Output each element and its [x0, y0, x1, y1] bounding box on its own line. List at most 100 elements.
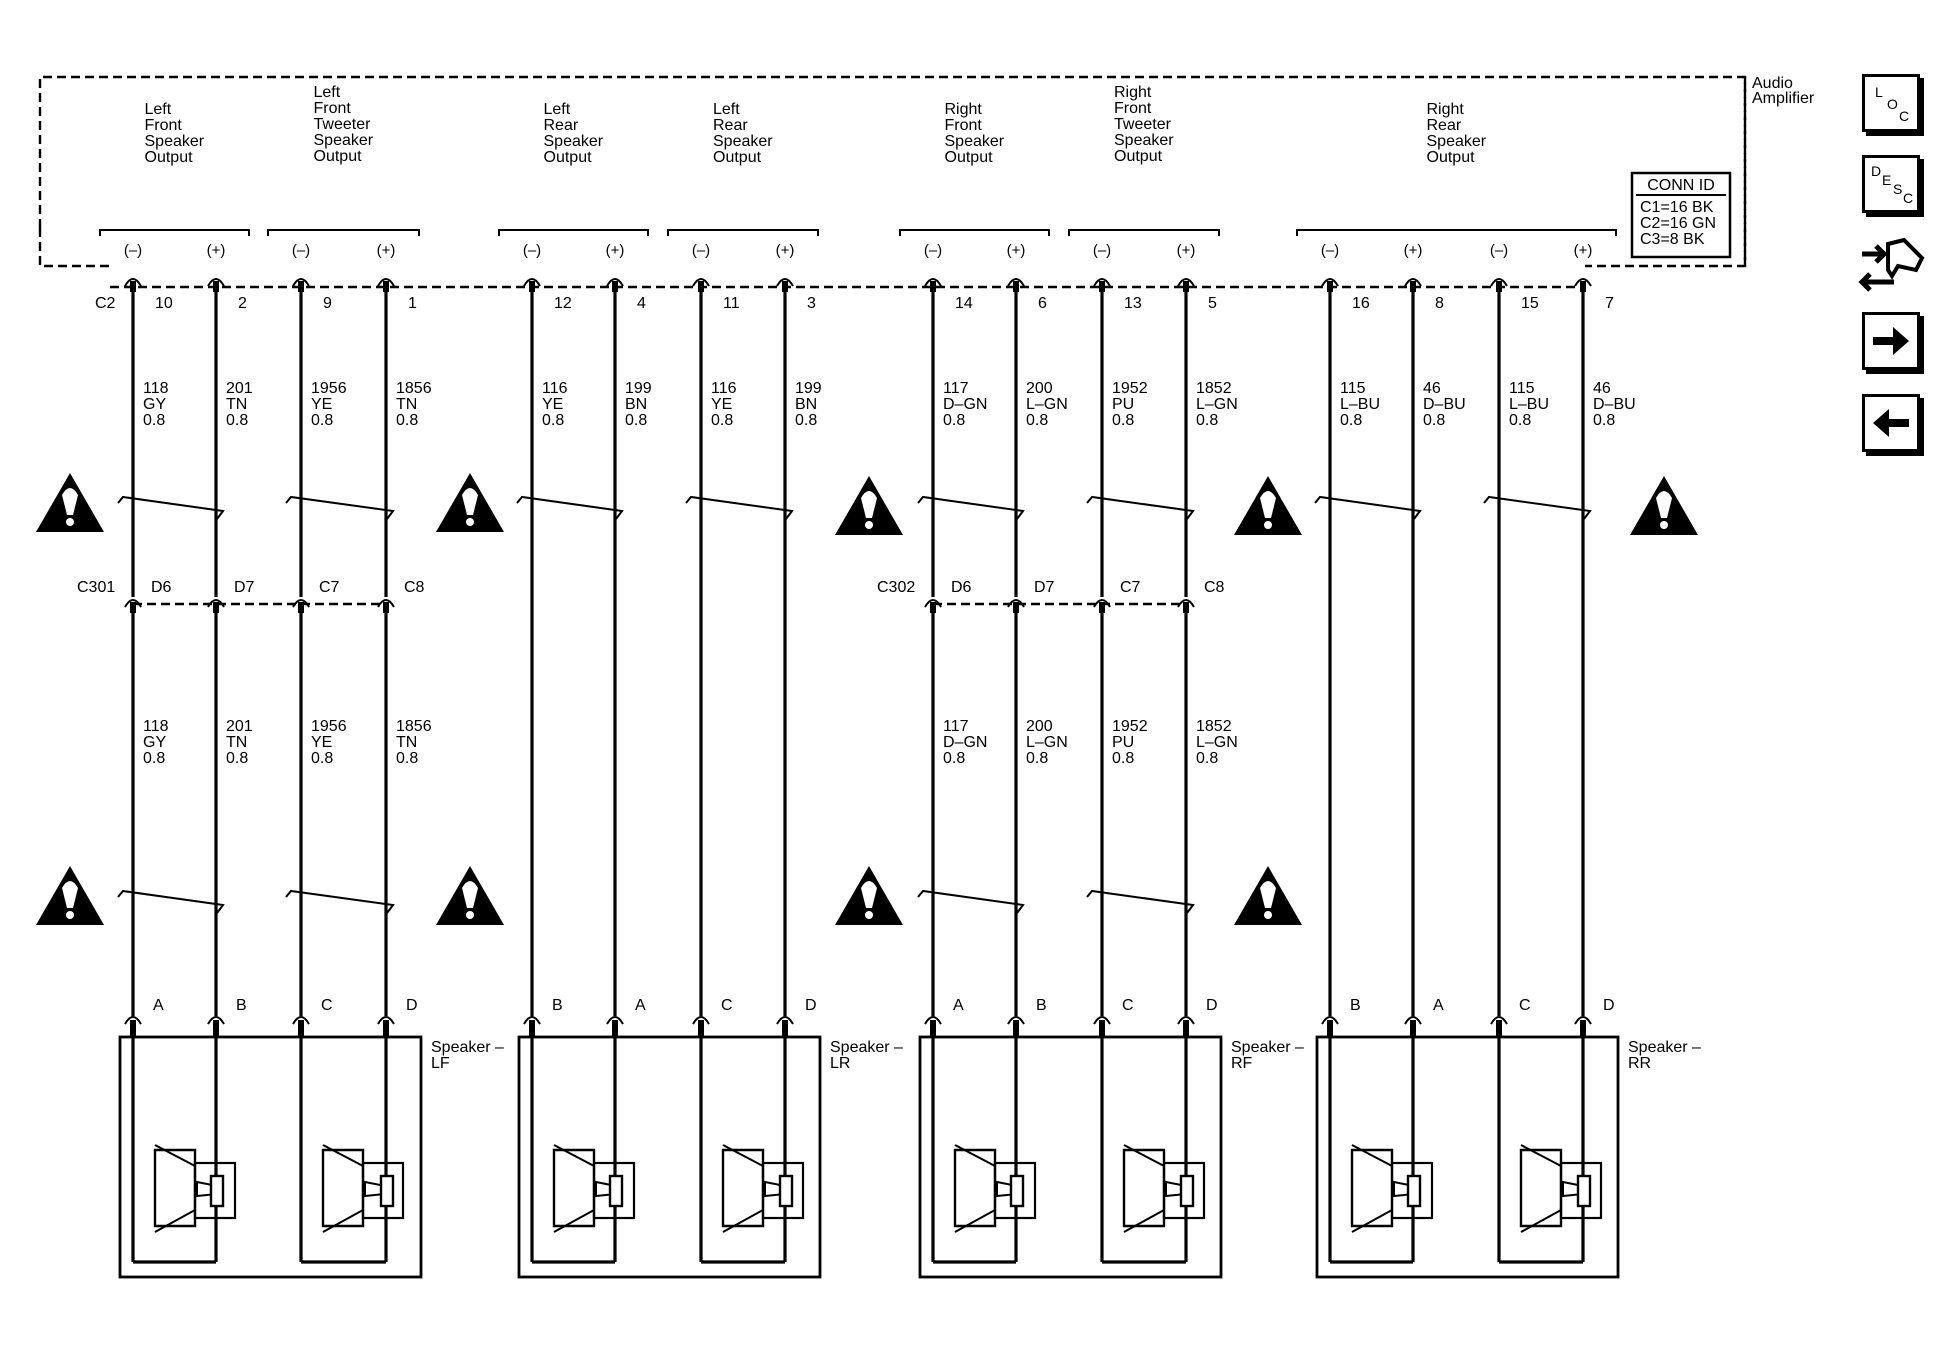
amplifier-terminal: [1177, 278, 1195, 287]
warning-exclamation-bar: [1260, 881, 1276, 908]
left-arrow-icon: [1873, 409, 1909, 437]
amplifier-pin-number: 13: [1124, 295, 1142, 312]
previous-page-arrow-icon[interactable]: [1862, 394, 1920, 452]
description-icon[interactable]: D E S C: [1862, 155, 1920, 213]
speaker-terminal-pin: [1327, 1020, 1333, 1036]
speaker-terminal: [1404, 1016, 1422, 1025]
wire-label-top: YE: [311, 396, 332, 413]
wire-label-top: L–GN: [1196, 396, 1238, 413]
wire-label-top: 1956: [311, 380, 347, 397]
speaker-assembly-box: [517, 1035, 822, 1279]
warning-icon: [436, 866, 504, 925]
wire-label-top: 115: [1340, 380, 1366, 397]
output-group-brace: [267, 229, 420, 236]
terminal-pin: [782, 281, 788, 292]
wire-label-top: 116: [711, 380, 737, 397]
amplifier-terminal: [1490, 278, 1508, 287]
wire-label-bottom: TN: [226, 734, 247, 751]
twisted-pair-marker: [1086, 495, 1195, 520]
speaker-terminal-pin: [698, 1020, 704, 1036]
amplifier-pin-number: 4: [637, 295, 646, 312]
terminal-pin: [529, 281, 535, 292]
speaker-pin-letter: D: [406, 997, 418, 1014]
warning-exclamation-bar: [62, 488, 78, 515]
wire-label-top: 0.8: [143, 412, 165, 429]
wire-label-bottom: L–GN: [1026, 734, 1068, 751]
speaker-terminal-pin: [529, 1020, 535, 1036]
output-label-line: Tweeter: [1114, 116, 1172, 133]
output-label-line: Speaker: [713, 133, 773, 150]
speaker-assembly-box: [918, 1035, 1223, 1279]
location-icon[interactable]: L O C: [1862, 74, 1920, 132]
inline-connector-pin: C7: [319, 579, 340, 596]
wire-label-bottom: 0.8: [311, 750, 333, 767]
amplifier-pin-number: 12: [554, 295, 572, 312]
terminal-pin: [1013, 281, 1019, 292]
output-label-line: Speaker: [1427, 133, 1487, 150]
speaker-coil-element: [379, 1174, 395, 1208]
output-label-line: Right: [945, 101, 983, 118]
speaker-terminal-pin: [612, 1020, 618, 1036]
amplifier-terminal: [377, 278, 395, 287]
wire-label-bottom: L–GN: [1196, 734, 1238, 751]
speaker-terminal-pin: [1580, 1020, 1586, 1036]
terminal-pin: [698, 281, 704, 292]
terminal-pin: [298, 281, 304, 292]
amplifier-pin-number: 16: [1352, 295, 1370, 312]
conn-id-entry: C1=16 BK: [1640, 199, 1714, 216]
speaker-position: LF: [431, 1055, 450, 1072]
amplifier-pin-number: 3: [807, 295, 816, 312]
loc-letter-c: C: [1899, 108, 1910, 124]
polarity-label: (+): [606, 242, 625, 259]
connector-end-view-icon[interactable]: [1858, 236, 1928, 298]
amplifier-terminal: [292, 278, 310, 287]
terminal-pin: [930, 602, 936, 613]
speaker-pin-letter: A: [953, 997, 964, 1014]
output-group-brace: [1068, 229, 1220, 236]
amplifier-pin-number: 1: [408, 295, 417, 312]
terminal-pin: [612, 281, 618, 292]
connector-end-view-shape: [1858, 237, 1925, 292]
speaker-cone-icon: [321, 1148, 365, 1228]
warning-exclamation-dot: [1264, 911, 1272, 919]
twisted-pair-marker: [285, 495, 395, 520]
output-label-line: Output: [713, 149, 762, 166]
terminal-pin: [130, 602, 136, 613]
speaker-cone-icon: [1350, 1148, 1394, 1228]
speaker-position: LR: [830, 1055, 850, 1072]
wire-label-top: GY: [143, 396, 166, 413]
amplifier-pin-number: 8: [1435, 295, 1444, 312]
terminal-pin: [1099, 602, 1105, 613]
amplifier-terminal: [606, 278, 624, 287]
speaker-magnet: [993, 1161, 1037, 1220]
wire-label-top: 0.8: [1509, 412, 1531, 429]
loc-letter-o: O: [1887, 96, 1898, 112]
terminal-pin: [930, 281, 936, 292]
warning-exclamation-dot: [466, 518, 474, 526]
wire-label-top: 199: [625, 380, 652, 397]
wire-label-bottom: 201: [226, 718, 253, 735]
output-label-line: Left: [314, 84, 341, 101]
wire-label-top: 0.8: [1112, 412, 1134, 429]
warning-exclamation-bar: [1656, 491, 1672, 518]
speaker-cone-flare: [322, 1144, 364, 1233]
speaker-terminal-pin: [930, 1020, 936, 1036]
polarity-label: (–): [1321, 242, 1339, 259]
next-page-arrow-icon[interactable]: [1862, 312, 1920, 370]
warning-icon: [36, 473, 104, 532]
output-label-line: Output: [145, 149, 194, 166]
wire-label-top: 1852: [1196, 380, 1232, 397]
output-label-line: Speaker: [314, 132, 374, 149]
speaker-terminal-pin: [213, 1020, 219, 1036]
speaker-terminal: [1321, 1016, 1339, 1025]
terminal-pin: [1183, 602, 1189, 613]
speaker-terminal: [776, 1016, 794, 1025]
warning-exclamation-dot: [865, 911, 873, 919]
amplifier-pin-number: 5: [1208, 295, 1217, 312]
terminal-pin: [1013, 602, 1019, 613]
output-label-line: Left: [713, 101, 740, 118]
speaker-cone-flare: [1351, 1144, 1393, 1233]
speaker-pin-letter: A: [635, 997, 646, 1014]
polarity-label: (–): [924, 242, 942, 259]
twisted-pair-marker: [1314, 495, 1422, 520]
